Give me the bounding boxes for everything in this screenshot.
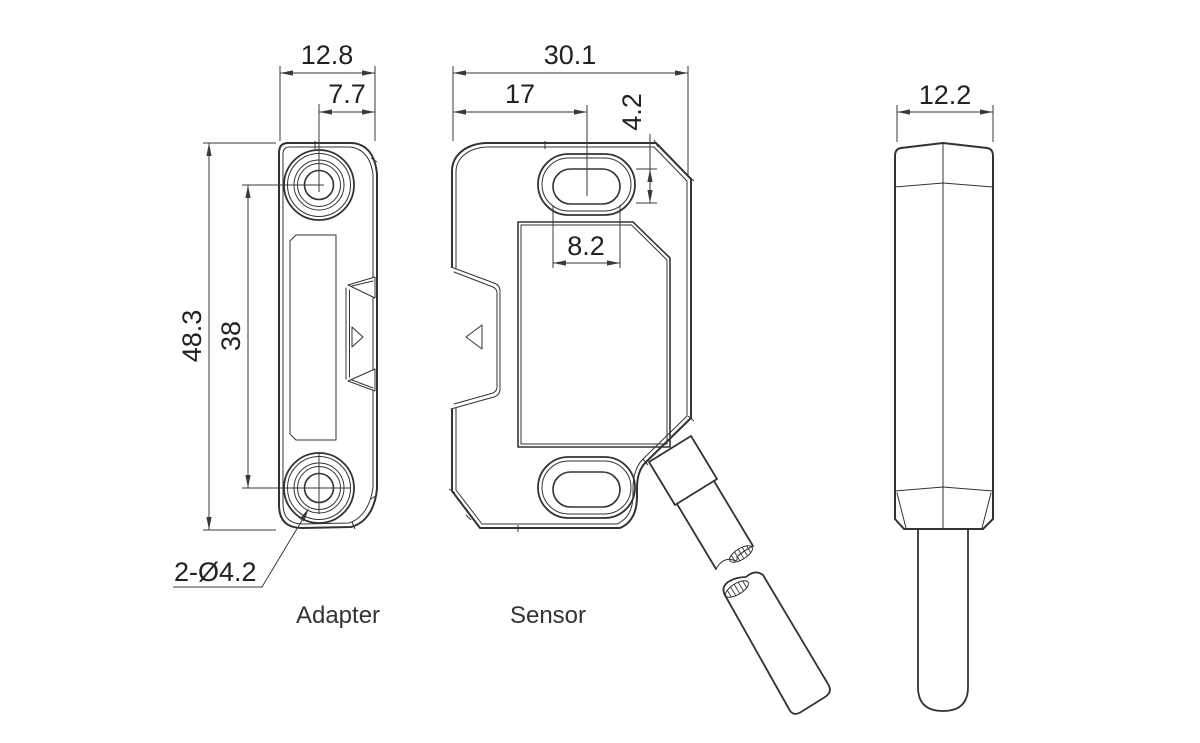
svg-text:4.2: 4.2: [617, 93, 647, 131]
dim-sensor-slot-height: 4.2: [617, 93, 657, 204]
sensor-outline: [451, 142, 692, 529]
svg-text:38: 38: [216, 321, 246, 351]
svg-text:12.2: 12.2: [919, 80, 972, 110]
dim-side-overall-depth: 12.2: [896, 80, 994, 142]
sensor-slot-bottom: [537, 456, 636, 519]
dim-adapter-overall-width: 12.8: [279, 40, 376, 141]
cable-segment-1: [676, 480, 754, 570]
side-bottom-chamfer-left: [896, 492, 907, 529]
cable-break-edge-1: [715, 545, 754, 570]
sensor-clip: [450, 266, 501, 410]
sensor-label: Sensor: [510, 602, 586, 629]
adapter-edge-ticks: [314, 141, 378, 530]
sensor-view: [448, 139, 831, 715]
dim-adapter-hole-to-edge: 7.7: [319, 79, 375, 115]
dimensions: 12.8 7.7 48.3 38: [173, 40, 994, 588]
cable-break-hatch-2: [725, 580, 749, 598]
adapter-clip: [345, 276, 376, 392]
svg-text:12.8: 12.8: [301, 40, 354, 70]
dim-adapter-overall-height: 48.3: [177, 142, 276, 531]
cable-gland: [648, 435, 718, 506]
svg-text:7.7: 7.7: [328, 79, 366, 109]
adapter-label: Adapter: [296, 602, 380, 629]
svg-text:30.1: 30.1: [544, 40, 597, 70]
side-cable: [917, 528, 969, 712]
cable-segment-2: [722, 571, 831, 715]
side-outline: [894, 142, 994, 530]
adapter-outline-inner: [282, 146, 374, 525]
dim-sensor-slot-width: 8.2: [552, 205, 621, 268]
sensor-edge-ticks: [448, 139, 695, 532]
cable-break-hatch-1: [729, 545, 753, 563]
svg-text:8.2: 8.2: [567, 231, 605, 261]
svg-text:2-Ø4.2: 2-Ø4.2: [174, 557, 257, 587]
adapter-recess: [289, 234, 337, 441]
sensor-label-plate: [517, 221, 671, 448]
adapter-clip-arrow-icon: [351, 326, 364, 348]
svg-text:48.3: 48.3: [177, 310, 207, 363]
adapter-outline: [278, 142, 378, 529]
dim-adapter-mounting-holes: 2-Ø4.2: [173, 508, 309, 588]
sensor-outline-inner: [455, 146, 688, 525]
side-bottom-chamfer-right: [981, 492, 992, 529]
svg-text:17: 17: [505, 79, 535, 109]
side-view: [894, 142, 994, 712]
adapter-view: [278, 141, 378, 530]
dim-sensor-edge-to-slot-center: 17: [453, 79, 588, 196]
sensor-clip-arrow-icon: [465, 324, 483, 350]
dim-sensor-overall-width: 30.1: [452, 40, 689, 176]
dim-adapter-hole-spacing: 38: [216, 185, 251, 488]
